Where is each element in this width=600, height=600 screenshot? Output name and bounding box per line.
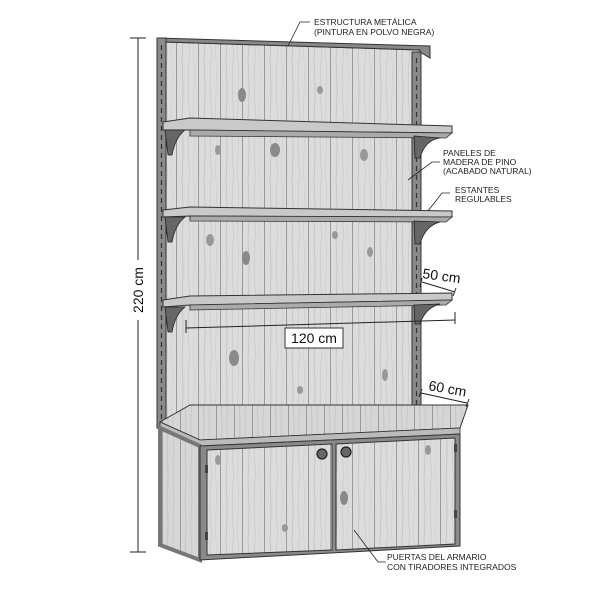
cabinet-depth-dimension: 60 cm xyxy=(418,377,470,408)
cabinet-depth-label: 60 cm xyxy=(427,377,467,399)
bracket-right xyxy=(413,135,441,159)
bracket-right xyxy=(413,220,441,245)
knot xyxy=(282,524,288,532)
callout-panels: PANELES DE MADERA DE PINO (ACABADO NATUR… xyxy=(407,148,532,181)
knot xyxy=(215,145,221,155)
callout-panels-line2: MADERA DE PINO xyxy=(443,157,517,167)
bracket-left xyxy=(164,216,187,243)
lower-cabinet xyxy=(158,404,469,563)
knot xyxy=(367,247,373,257)
knot xyxy=(206,234,214,246)
knot xyxy=(382,369,388,381)
knot xyxy=(242,251,250,265)
adjustable-shelves xyxy=(162,117,454,333)
callout-frame: ESTRUCTURA METÁLICA (PINTURA EN POLVO NE… xyxy=(287,17,434,47)
cabinet-door-right[interactable] xyxy=(335,437,456,551)
knot xyxy=(229,350,239,366)
shelf-1 xyxy=(162,117,454,159)
callout-doors: PUERTAS DEL ARMARIO CON TIRADORES INTEGR… xyxy=(353,529,517,572)
hinge xyxy=(454,444,457,452)
knot xyxy=(340,491,348,505)
shelf-depth-dimension: 50 cm xyxy=(419,265,462,297)
knot xyxy=(238,88,246,102)
knot xyxy=(425,445,431,455)
width-label: 120 cm xyxy=(291,330,337,346)
bracket-left xyxy=(164,129,187,156)
height-label: 220 cm xyxy=(130,267,146,313)
hinge xyxy=(454,510,457,518)
bracket-right xyxy=(413,303,441,325)
hinge xyxy=(205,532,208,540)
door-pull-left[interactable] xyxy=(316,448,328,460)
hinge xyxy=(205,465,208,473)
callout-panels-line1: PANELES DE xyxy=(443,148,496,158)
shelf-depth-label: 50 cm xyxy=(422,265,462,286)
knot xyxy=(317,86,323,94)
knot xyxy=(270,143,280,157)
callout-frame-line1: ESTRUCTURA METÁLICA xyxy=(314,17,417,27)
width-dimension: 120 cm xyxy=(185,312,456,349)
callout-doors-line2: CON TIRADORES INTEGRADOS xyxy=(387,562,517,572)
knot xyxy=(360,149,368,161)
callout-frame-line2: (PINTURA EN POLVO NEGRA) xyxy=(314,27,434,37)
shelf-3 xyxy=(162,292,454,333)
cabinet-door-left[interactable] xyxy=(206,443,333,556)
callout-shelves-line1: ESTANTES xyxy=(455,185,500,195)
shelf-2 xyxy=(162,206,454,245)
knot xyxy=(332,231,338,239)
callout-shelves: ESTANTES REGULABLES xyxy=(427,185,512,212)
callout-shelves-line2: REGULABLES xyxy=(455,194,512,204)
height-dimension: 220 cm xyxy=(130,37,146,553)
pine-back-panel xyxy=(164,41,421,421)
bracket-left xyxy=(164,306,187,333)
knot xyxy=(215,455,221,465)
door-pull-right[interactable] xyxy=(340,446,352,458)
knot xyxy=(297,386,303,394)
callout-panels-line3: (ACABADO NATURAL) xyxy=(443,166,532,176)
callout-doors-line1: PUERTAS DEL ARMARIO xyxy=(387,552,487,562)
